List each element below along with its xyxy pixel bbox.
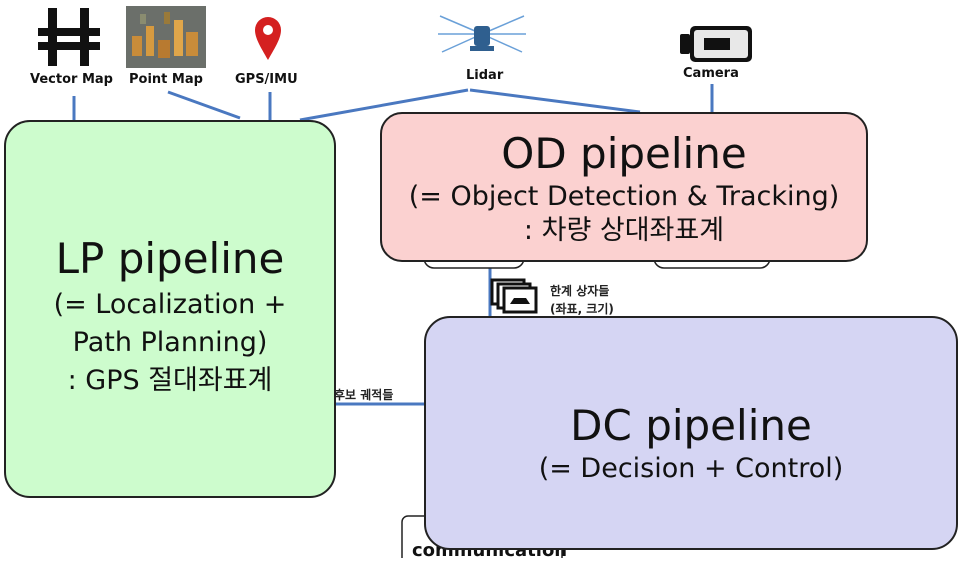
lp-pipeline-title: LP pipeline [55,234,285,283]
vector-map-icon [38,8,100,66]
lp-pipeline-coords: : GPS 절대좌표계 [67,365,273,396]
camera-icon [680,26,752,62]
bounding-boxes-icon [490,278,538,314]
lp-pipeline-box: LP pipeline (= Localization + Path Plann… [4,120,336,498]
dc-pipeline-subtitle: (= Decision + Control) [538,453,844,484]
dc-pipeline-title: DC pipeline [570,401,812,450]
bbox-label-line1: 한계 상자들 [550,284,610,298]
lp-pipeline-subtitle-1: (= Localization + [53,289,287,320]
od-pipeline-title: OD pipeline [501,129,747,178]
lp-pipeline-subtitle-2: Path Planning) [72,327,268,358]
candidate-paths-label: 후보 궤적들 [334,388,394,402]
od-pipeline-box: OD pipeline (= Object Detection & Tracki… [380,112,868,262]
gps-pin-icon [254,16,282,62]
od-pipeline-subtitle: (= Object Detection & Tracking) [408,181,840,212]
od-pipeline-coords: : 차량 상대좌표계 [523,215,725,246]
bbox-label-line2: (좌표, 크기) [550,302,614,316]
lidar-label: Lidar [466,68,504,83]
camera-label: Camera [683,66,739,81]
dc-pipeline-box: DC pipeline (= Decision + Control) [424,316,958,550]
gps-imu-label: GPS/IMU [235,72,298,87]
vector-map-label: Vector Map [30,72,113,87]
lidar-icon [436,12,528,58]
point-map-label: Point Map [129,72,203,87]
point-map-icon [126,6,206,68]
